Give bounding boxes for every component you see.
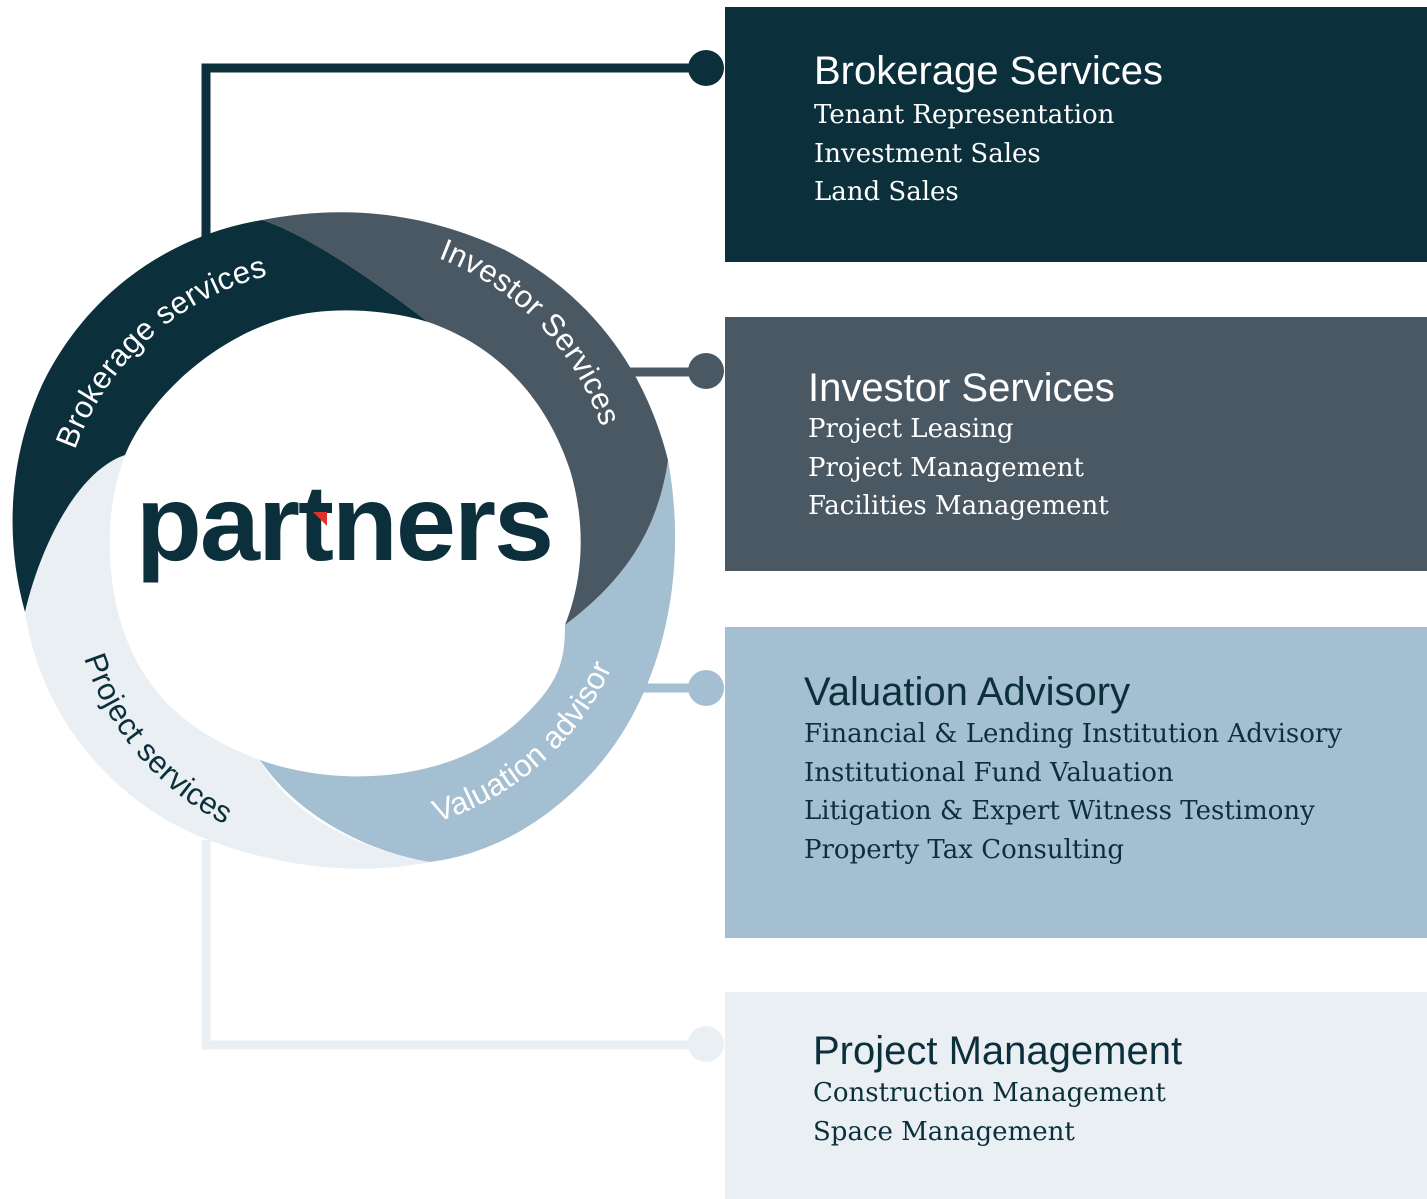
panel-title: Brokerage Services	[814, 49, 1164, 93]
logo-wordmark: partners	[136, 462, 552, 583]
panel-item-list: Construction Management Space Management	[813, 1074, 1166, 1151]
list-item: Institutional Fund Valuation	[804, 757, 1174, 788]
panel-brokerage-services: Brokerage Services Tenant Representation…	[725, 7, 1427, 262]
ring-segment-investor	[262, 212, 668, 625]
panel-item-list: Financial & Lending Institution Advisory…	[804, 715, 1342, 869]
list-item: Construction Management	[813, 1078, 1166, 1108]
panel-title: Valuation Advisory	[804, 670, 1131, 714]
ring-segment-valuation	[260, 460, 676, 862]
list-item: Facilities Management	[808, 491, 1109, 521]
list-item: Project Management	[808, 452, 1084, 483]
panel-investor-services: Investor Services Project Leasing Projec…	[725, 317, 1427, 571]
logo-accent-mark	[313, 512, 327, 526]
panel-project-management: Project Management Construction Manageme…	[725, 992, 1427, 1199]
connector-project	[201, 840, 705, 1050]
ring-segment-project	[25, 455, 430, 869]
list-item: Investment Sales	[814, 138, 1041, 169]
panel-title: Investor Services	[808, 366, 1115, 410]
panel-valuation-advisory: Valuation Advisory Financial & Lending I…	[725, 627, 1427, 938]
partners-logo: partners	[136, 462, 554, 583]
list-item: Property Tax Consulting	[804, 834, 1125, 865]
list-item: Litigation & Expert Witness Testimony	[804, 796, 1315, 826]
panel-title: Project Management	[813, 1029, 1183, 1073]
connector-dot-brokerage	[688, 50, 724, 86]
ring-segment-brokerage	[12, 220, 428, 612]
list-item: Project Leasing	[808, 414, 1014, 444]
connector-dot-investor	[688, 353, 724, 389]
panel-item-list: Project Leasing Project Management Facil…	[808, 410, 1109, 526]
connector-brokerage	[201, 63, 705, 240]
list-item: Space Management	[813, 1116, 1075, 1147]
list-item: Financial & Lending Institution Advisory	[804, 719, 1343, 749]
connector-dot-valuation	[688, 670, 724, 706]
panel-item-list: Tenant Representation Investment Sales L…	[814, 96, 1114, 212]
list-item: Land Sales	[814, 177, 959, 207]
connector-dot-project	[688, 1026, 724, 1062]
list-item: Tenant Representation	[814, 100, 1115, 130]
